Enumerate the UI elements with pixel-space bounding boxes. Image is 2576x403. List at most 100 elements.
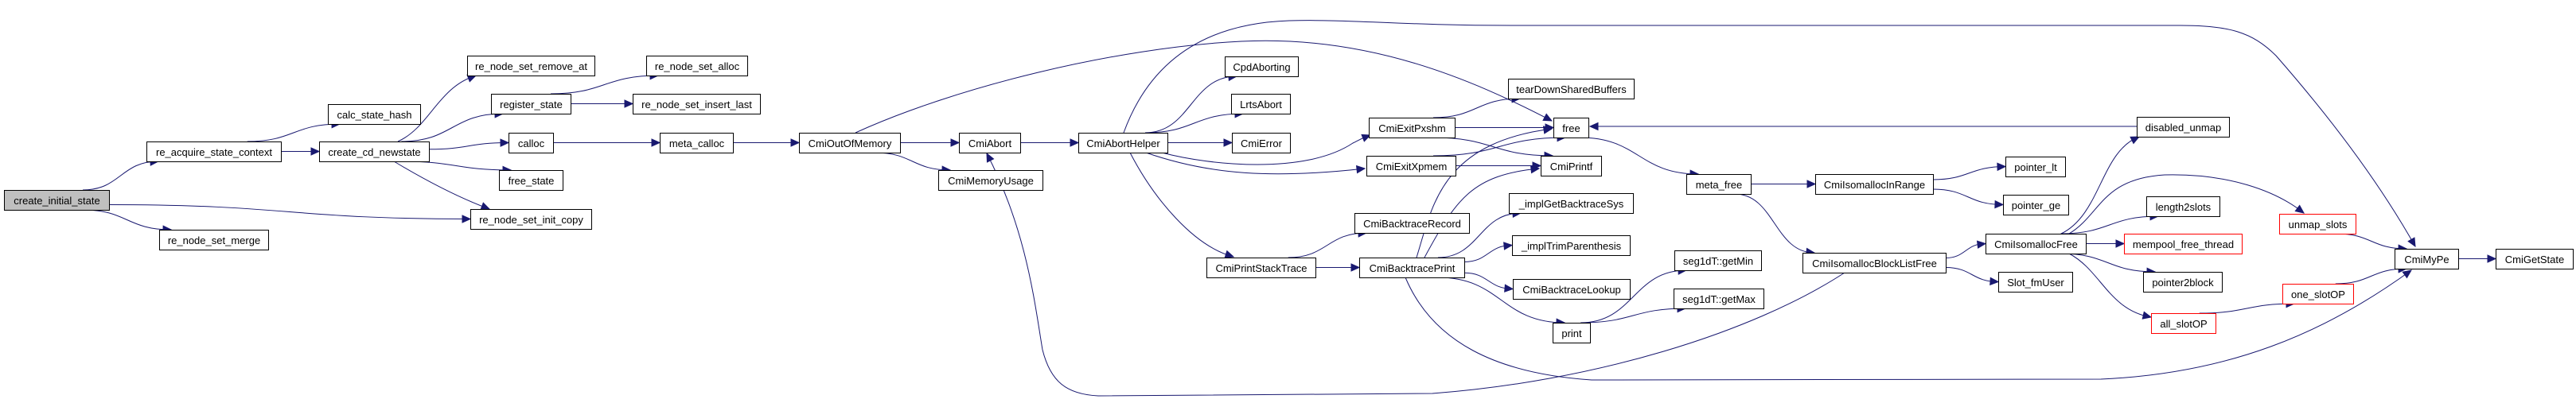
node-box [660,133,734,153]
edge-CmiMyPe-to-CmiGetState [2457,254,2497,263]
node-cmiisomallocblocklistfree[interactable]: CmiIsomallocBlockListFree [1802,253,1947,273]
edge-line [1432,98,1521,118]
node-re-node-set-alloc[interactable]: re_node_set_alloc [646,56,748,76]
node-mempool-free-thread[interactable]: mempool_free_thread [2124,234,2243,254]
arrowhead-icon [310,147,321,156]
edge-line [1424,168,1540,258]
node-disabled-unmap[interactable]: disabled_unmap [2137,117,2230,138]
node-length2slots[interactable]: length2slots [2146,196,2220,217]
node-register-state[interactable]: register_state [491,94,571,114]
node-box [2496,249,2574,269]
node-box [1359,258,1465,278]
edge-CmiIsomallocFree-to-unmap_slots [2068,174,2305,234]
node-re-node-set-remove-at[interactable]: re_node_set_remove_at [467,56,595,76]
edge-create_initial_state-to-re_node_set_merge [82,209,173,234]
node-re-node-set-merge[interactable]: re_node_set_merge [159,230,269,250]
node-label: CmiBacktraceLookup [1522,284,1621,296]
edge-line [393,161,490,210]
node-create-initial-state[interactable]: create_initial_state [4,190,110,211]
node-seg1dt-getmax[interactable]: seg1dT::getMax [1674,289,1764,309]
edge-line [1437,212,1522,258]
node-meta-calloc[interactable]: meta_calloc [660,133,734,153]
arrowhead-icon [2402,269,2412,279]
node-cmibacktracelookup[interactable]: CmiBacktraceLookup [1513,279,1631,300]
node-cmiabort[interactable]: CmiAbort [959,133,1021,153]
node-label: CpdAborting [1233,61,1290,73]
node-cmiexitpxshm[interactable]: CmiExitPxshm [1369,118,1456,138]
node-cmimype[interactable]: CmiMyPe [2395,249,2459,269]
edge-create_initial_state-to-re_acquire_state_context [82,157,160,191]
node-box [1354,213,1470,234]
node-cmiaborthelper[interactable]: CmiAbortHelper [1078,133,1168,153]
edge-CmiIsomallocBlockListFree-to-CmiAbort [986,152,1845,397]
arrowhead-icon [950,138,961,147]
node-label: CmiIsomallocBlockListFree [1812,258,1937,269]
node-pointer2block[interactable]: pointer2block [2143,272,2223,293]
edge-line [82,209,172,231]
node-pointer-lt[interactable]: pointer_lt [2005,157,2066,177]
node-cmiexitxpmem[interactable]: CmiExitXpmem [1366,156,1456,176]
node-box [1231,94,1291,114]
edge-disabled_unmap-to-free [1588,122,2137,131]
node-re-node-set-init-copy[interactable]: re_node_set_init_copy [470,209,592,230]
node-cmiprintf[interactable]: CmiPrintf [1541,156,1602,176]
edge-CmiAbortHelper-to-CmiPrintStackTrace [1129,152,1235,258]
node-box [1674,250,1762,271]
node-cmierror[interactable]: CmiError [1232,133,1291,153]
node-one-slotop[interactable]: one_slotOP [2282,284,2354,304]
arrowhead-icon [2130,136,2141,145]
node-cmigetstate[interactable]: CmiGetState [2496,249,2574,269]
node-re-acquire-state-context[interactable]: re_acquire_state_context [146,141,282,162]
edge-line [1288,232,1367,258]
node-create-cd-newstate[interactable]: create_cd_newstate [319,141,430,162]
node-box [1206,258,1316,278]
edge-CmiPrintStackTrace-to-CmiBacktracePrint [1315,263,1361,272]
node-box [1225,56,1299,77]
edge-line [1144,76,1237,134]
node-cmiprintstacktrace[interactable]: CmiPrintStackTrace [1206,258,1316,278]
node-label: re_node_set_remove_at [475,60,587,72]
edge-calloc-to-meta_calloc [553,138,661,147]
node-label: Slot_fmUser [2007,277,2064,289]
node-free-state[interactable]: free_state [499,170,563,191]
node-seg1dt-getmin[interactable]: seg1dT::getMin [1674,250,1762,271]
node-cpdaborting[interactable]: CpdAborting [1225,56,1299,77]
node-label: pointer_ge [2012,200,2060,211]
node-pointer-ge[interactable]: pointer_ge [2003,195,2069,215]
edge-CmiAbortHelper-to-CmiMyPe [1123,20,2416,248]
node-label: free_state [509,175,555,187]
node-lrtsabort[interactable]: LrtsAbort [1231,94,1291,114]
node-teardownsharedbuffers[interactable]: tearDownSharedBuffers [1508,79,1635,99]
edge-line [1405,269,2412,381]
node--implgetbacktracesys[interactable]: _implGetBacktraceSys [1509,193,1634,214]
node-print[interactable]: print [1553,323,1591,343]
node-unmap-slots[interactable]: unmap_slots [2279,214,2356,234]
node-all-slotop[interactable]: all_slotOP [2151,313,2216,334]
node-cmiisomallocfree[interactable]: CmiIsomallocFree [1986,234,2087,254]
node-cmibacktraceprint[interactable]: CmiBacktracePrint [1359,258,1465,278]
node-cmiisomallocinrange[interactable]: CmiIsomallocInRange [1815,174,1934,195]
node-box [1802,253,1947,273]
node-calloc[interactable]: calloc [509,133,554,153]
node-free[interactable]: free [1553,118,1589,138]
node-calc-state-hash[interactable]: calc_state_hash [328,104,421,125]
edge-create_initial_state-to-re_node_set_init_copy [108,204,472,223]
arrowhead-icon [1223,138,1233,147]
edge-CmiIsomallocInRange-to-pointer_ge [1932,188,2005,209]
node-re-node-set-insert-last[interactable]: re_node_set_insert_last [633,94,761,114]
arrowhead-icon [986,152,995,163]
edge-CmiExitPxshm-to-free [1455,123,1555,132]
node-slot-fmuser[interactable]: Slot_fmUser [1998,272,2073,293]
node-meta-free[interactable]: meta_free [1686,174,1752,195]
node-cmimemoryusage[interactable]: CmiMemoryUsage [938,170,1043,191]
node-cmioutofmemory[interactable]: CmiOutOfMemory [799,133,901,153]
node-box [1232,133,1291,153]
node-cmibacktracerecord[interactable]: CmiBacktraceRecord [1354,213,1470,234]
edge-line [2336,233,2407,250]
arrowhead-icon [1542,113,1553,122]
edge-CmiIsomallocBlockListFree-to-Slot_fmUser [1945,267,2000,286]
arrowhead-icon [1070,138,1080,147]
edge-line [397,75,477,142]
node--impltrimparenthesis[interactable]: _implTrimParenthesis [1512,235,1631,256]
